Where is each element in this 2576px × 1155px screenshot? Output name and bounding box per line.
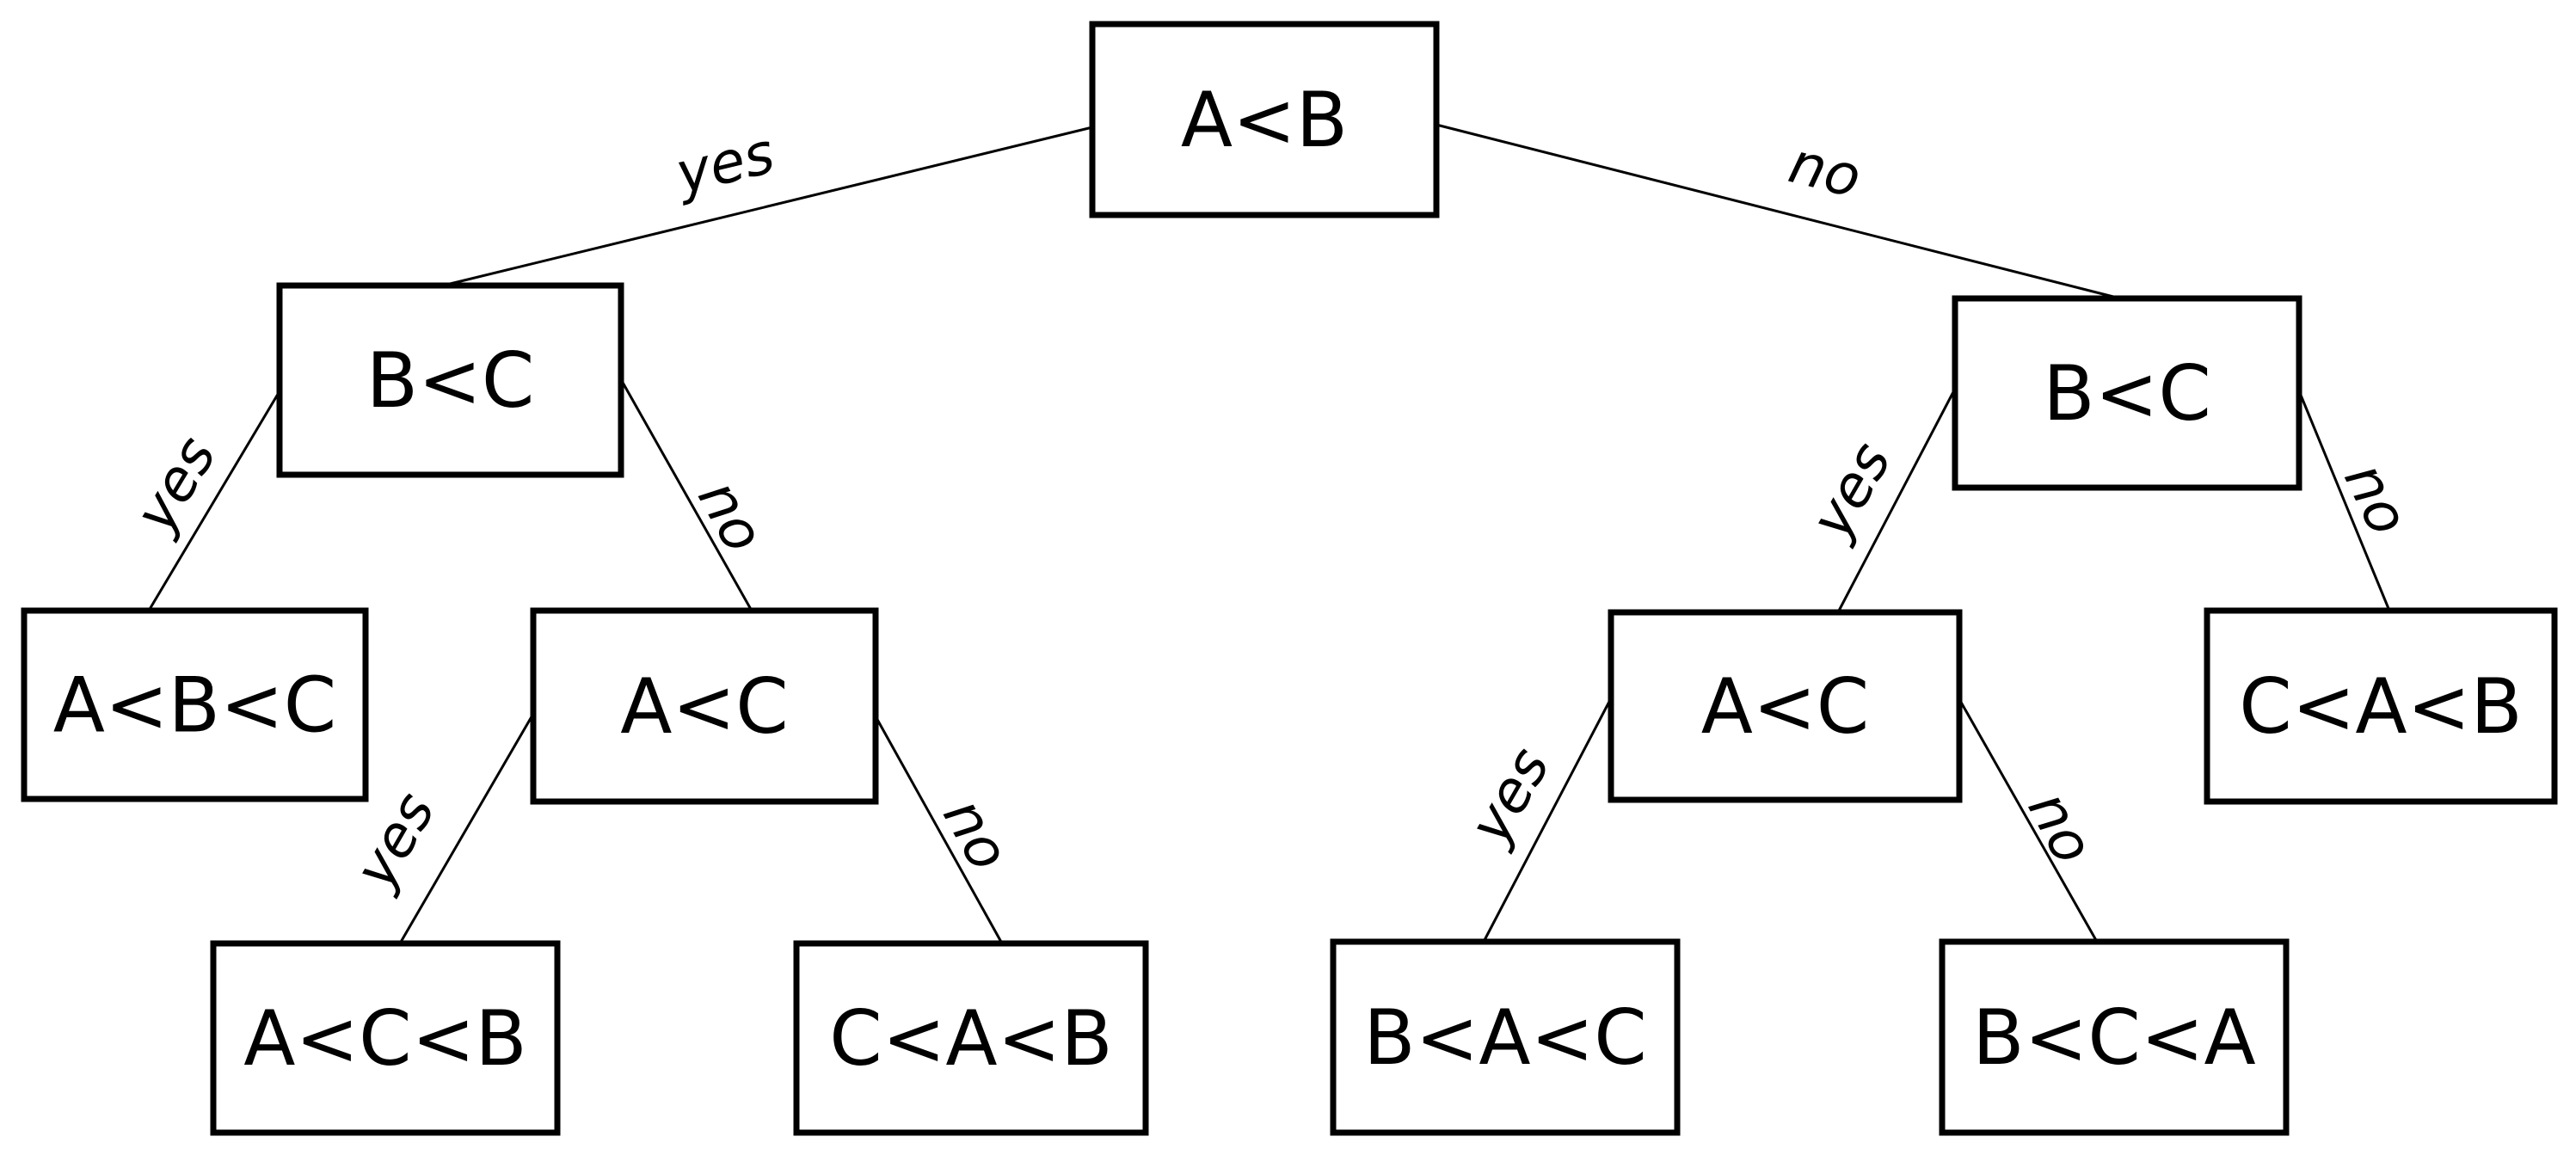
edge-bc-left-ac-left-label-no: no	[685, 469, 777, 562]
edge-root-bc-left-line	[442, 126, 1093, 287]
edge-root-bc-right-line	[1436, 123, 2121, 300]
edge-root-bc-right-label-no: no	[1783, 130, 1867, 212]
node-bc-right-label: B<C	[2043, 349, 2211, 438]
node-ac-left-label: A<C	[620, 662, 788, 751]
edge-root-bc-left-label-yes: yes	[668, 120, 781, 207]
node-cab-bottom-box	[793, 940, 1149, 1136]
node-acb-box	[210, 940, 561, 1136]
node-acb-label: A<C<B	[243, 994, 526, 1083]
edge-ac-right-bac-label-yes: yes	[1455, 736, 1563, 856]
node-bc-left-label: B<C	[366, 336, 535, 425]
edge-bc-right-ac-right-label-yes: yes	[1797, 431, 1904, 550]
edge-bc-left-ac-left-line	[620, 380, 754, 613]
node-root-box	[1089, 21, 1440, 218]
node-bca-box	[1939, 938, 2290, 1136]
node-root-label: A<B	[1181, 76, 1348, 164]
nodes-layer: A<B B<C B<C A<B<C A<C A<C C<A<B A<C<B C<A<B B<A<C…	[21, 21, 2558, 1136]
node-cab-bottom-label: C<A<B	[829, 994, 1112, 1083]
node-ac-right-label: A<C	[1701, 662, 1869, 751]
edge-ac-right-bca-line	[1958, 698, 2099, 943]
edge-ac-left-acb-line	[398, 713, 535, 944]
edge-ac-right-bca-label-no: no	[2015, 781, 2107, 875]
node-bca-label: B<C<A	[1972, 993, 2255, 1082]
node-abc-box	[21, 607, 369, 802]
node-ac-left-box	[530, 607, 879, 805]
node-abc-label: A<B<C	[53, 661, 336, 750]
node-bac-label: B<A<C	[1363, 993, 1646, 1082]
node-cab-right-label: C<A<B	[2239, 662, 2522, 751]
edge-ac-left-cab-bottom-label-no: no	[930, 787, 1022, 881]
edge-bc-right-ac-right-line	[1836, 388, 1957, 613]
node-cab-right-box	[2204, 607, 2558, 805]
edge-ac-right-bac-line	[1482, 697, 1613, 943]
edge-bc-left-abc-label-yes: yes	[121, 425, 230, 544]
edge-bc-left-abc-line	[147, 390, 281, 611]
edge-bc-right-cab-right-line	[2298, 392, 2391, 611]
node-bc-left-box	[276, 282, 624, 478]
node-bac-box	[1330, 938, 1681, 1136]
edge-ac-left-cab-bottom-line	[874, 716, 1004, 944]
node-bc-right-box	[1952, 295, 2302, 491]
node-ac-right-box	[1608, 609, 1963, 803]
edge-bc-right-cab-right-label-no: no	[2331, 452, 2421, 545]
